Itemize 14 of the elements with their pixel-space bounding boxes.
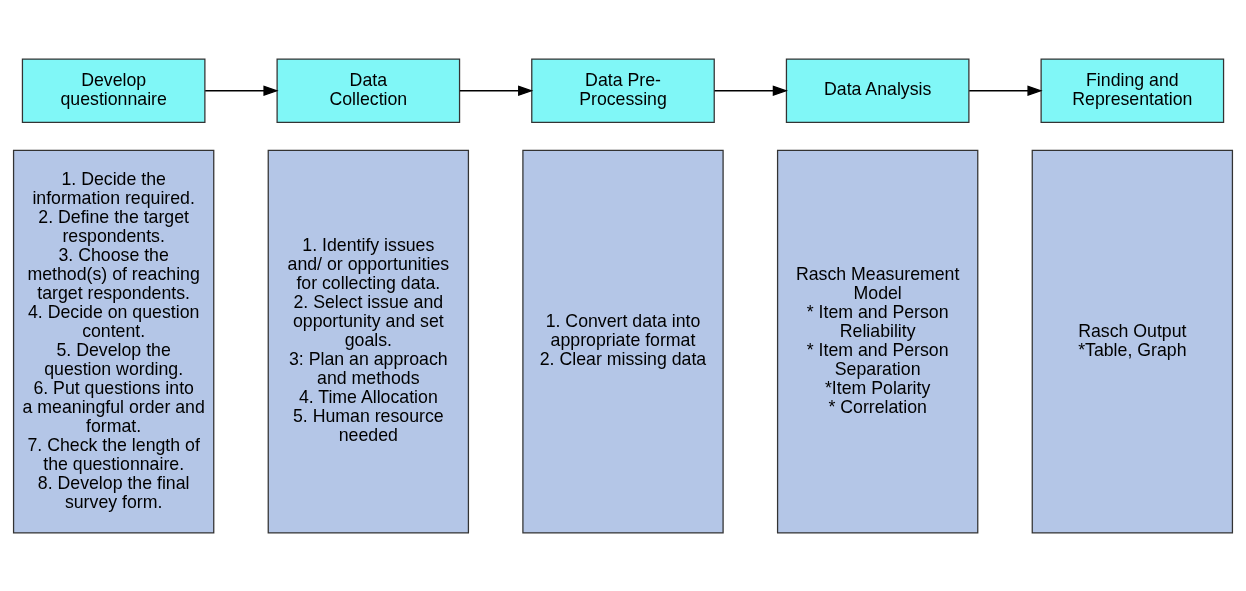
arrow: [204, 84, 279, 96]
node-box: 1. Convert data into appropriate format 2. Clear missing data: [522, 149, 724, 534]
node-box: 1. Decide the information required. 2. Define the target respondents. 3. Choose the method(s) of reaching target respondents. 4. Decide on question content. 5. Develop the question wording. 6. Put questions into a meaningful order and format. 7. Check the length of the questionnaire. 8. Develop the final survey form.: [12, 149, 215, 534]
arrow: [459, 84, 534, 96]
node-box: Finding and Representation: [1040, 57, 1225, 123]
node-box: Rasch Measurement Model * Item and Person Reliability * Item and Person Separation *Item Polarity * Correlation: [776, 149, 979, 534]
arrow: [713, 84, 788, 96]
node-box: 1. Identify issues and/ or opportunities for collecting data. 2. Select issue and opportunity and set goals. 3: Plan an approach and methods 4. Time Allocation 5. Human resource needed: [267, 149, 470, 534]
node-box: Data Pre-Processing: [531, 57, 715, 123]
node-box: Rasch Output *Table, Graph: [1031, 149, 1234, 534]
node-box: Data Collection: [276, 57, 461, 123]
node-box: Data Analysis: [785, 57, 970, 123]
node-box: Develop questionnaire: [21, 57, 206, 123]
arrow: [968, 84, 1043, 96]
